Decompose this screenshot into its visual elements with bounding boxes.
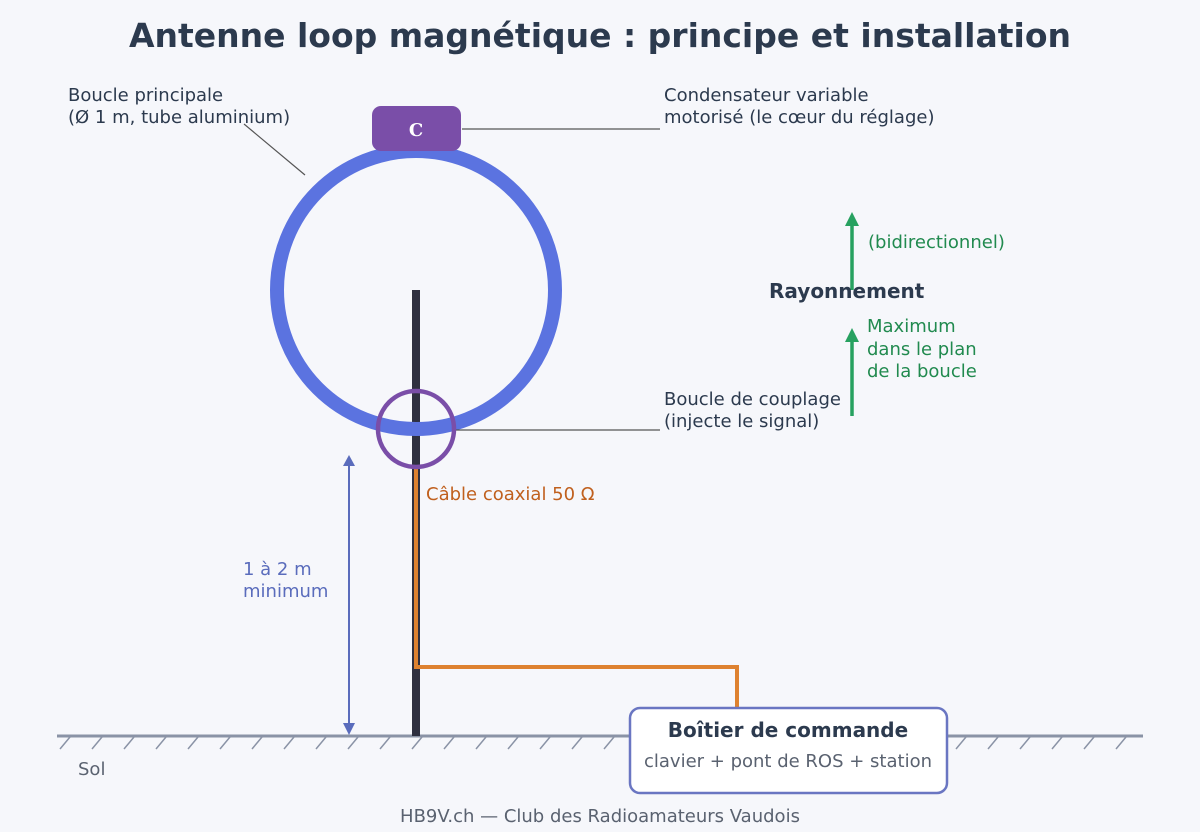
main-loop-label-1: Boucle principale — [68, 85, 223, 106]
capacitor-symbol: C — [409, 120, 423, 141]
capacitor-label-1: Condensateur variable — [664, 85, 869, 106]
control-box-title: Boîtier de commande — [668, 718, 908, 742]
coupling-label-1: Boucle de couplage — [664, 389, 841, 410]
capacitor — [372, 106, 461, 151]
main-loop-leader — [243, 123, 306, 176]
radiation-note-1: Maximum — [867, 316, 956, 337]
ground-label: Sol — [78, 759, 105, 780]
radiation-arrow-up-head — [845, 212, 859, 226]
page-title: Antenne loop magnétique : principe et in… — [129, 16, 1071, 55]
radiation-note-3: de la boucle — [867, 361, 977, 382]
control-box-subtitle: clavier + pont de ROS + station — [644, 751, 932, 772]
height-arrow-head-top — [343, 455, 355, 466]
footer-credit: HB9V.ch — Club des Radioamateurs Vaudois — [400, 806, 800, 827]
main-loop-label-2: (Ø 1 m, tube aluminium) — [68, 107, 290, 128]
control-box — [628, 706, 949, 795]
ground — [57, 734, 1143, 750]
radiation-note-2: dans le plan — [867, 339, 977, 360]
coupling-loop — [375, 388, 457, 470]
capacitor-label-2: motorisé (le cœur du réglage) — [664, 107, 934, 128]
radiation-heading: Rayonnement — [769, 279, 925, 303]
height-arrow-head-bottom — [343, 723, 355, 735]
coax-cable — [414, 468, 739, 708]
height-label-2: minimum — [243, 581, 328, 602]
radiation-arrow-lower-head — [845, 328, 859, 342]
coax-label: Câble coaxial 50 Ω — [426, 484, 595, 505]
radiation-note-top: (bidirectionnel) — [868, 232, 1005, 253]
coupling-label-2: (injecte le signal) — [664, 411, 819, 432]
height-label-1: 1 à 2 m — [243, 559, 312, 580]
